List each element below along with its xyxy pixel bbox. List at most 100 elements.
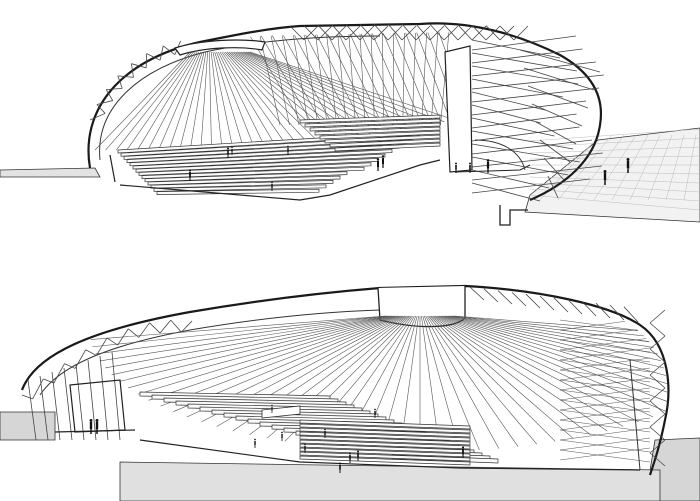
paving-line	[529, 194, 700, 211]
entrance-portal	[444, 45, 473, 173]
roof-rib	[338, 34, 381, 121]
truss-member	[131, 63, 147, 69]
seat-tier	[334, 142, 441, 152]
truss-member	[649, 309, 666, 324]
roof-rib	[348, 34, 356, 126]
truss-member	[471, 91, 545, 111]
truss-member	[649, 452, 666, 467]
person-leg	[488, 168, 489, 173]
seat-tier	[132, 153, 386, 170]
truss-member	[159, 45, 164, 61]
roof-rib	[431, 315, 574, 439]
shell-inner-line	[39, 309, 381, 396]
roof-rib	[416, 32, 451, 121]
truss-member	[85, 349, 97, 356]
truss-member	[471, 65, 579, 85]
person-head	[324, 428, 326, 431]
roof-rib	[221, 51, 286, 145]
truss-member	[469, 286, 485, 301]
roof-rib	[214, 51, 244, 148]
roof-rib	[402, 33, 405, 126]
person-head	[95, 419, 99, 422]
roof-rib	[559, 369, 651, 383]
truss-member	[471, 48, 583, 64]
roof-rib	[447, 315, 669, 376]
truss-member	[96, 337, 108, 356]
ground-base	[119, 461, 661, 501]
truss-member	[32, 378, 44, 400]
roof-rib	[137, 51, 198, 151]
roof-rib	[217, 51, 265, 146]
truss-member	[543, 157, 565, 181]
person-figure	[603, 170, 607, 185]
person-head	[271, 404, 273, 407]
seating-tiers	[139, 391, 499, 466]
roof-rib	[405, 32, 441, 121]
truss-member	[471, 78, 563, 98]
truss-member	[43, 378, 55, 384]
paving-line	[529, 137, 700, 148]
roof-rib	[559, 357, 651, 371]
person-body	[254, 441, 256, 446]
person-body	[357, 453, 359, 458]
roof-rib	[179, 51, 205, 150]
roof-rib	[450, 315, 669, 362]
person-head	[231, 146, 233, 149]
truss-member	[513, 25, 529, 41]
roof-rib	[105, 51, 192, 151]
truss-member	[99, 355, 109, 441]
roof-rib	[259, 35, 281, 126]
truss-member	[471, 143, 580, 163]
truss-member	[117, 328, 129, 346]
person-leg	[605, 180, 606, 185]
seat-tier	[144, 171, 348, 183]
person-leg	[189, 177, 190, 181]
truss-member	[471, 52, 577, 72]
roof-rib	[425, 315, 500, 449]
roof-rib	[283, 35, 331, 121]
foyer-floor	[454, 164, 531, 173]
roof-rib	[127, 315, 395, 389]
seat-tier	[153, 184, 327, 192]
human-figures	[188, 145, 630, 191]
roof-rib	[315, 34, 328, 126]
interior-wall-left	[109, 154, 116, 183]
person-figure	[486, 159, 490, 173]
roof-rib	[435, 315, 624, 427]
truss-member	[519, 49, 601, 73]
truss-member	[443, 25, 459, 41]
roof-rib	[559, 439, 651, 453]
truss-member	[303, 25, 319, 41]
truss-member	[96, 104, 106, 114]
roof-rib	[119, 315, 394, 382]
paving-line	[575, 134, 625, 201]
person-body	[324, 431, 326, 436]
truss-member	[415, 25, 431, 41]
truss-member	[471, 117, 555, 137]
truss-member	[567, 299, 583, 315]
person-body	[89, 422, 93, 430]
roof-rib	[168, 51, 203, 150]
ground-section-cut	[499, 205, 528, 226]
paving-line	[647, 134, 673, 201]
roof-rib	[105, 315, 391, 369]
roof-rib	[212, 51, 233, 148]
roof-rib	[326, 34, 337, 126]
paving-line	[629, 134, 661, 201]
person-body	[374, 411, 376, 416]
truss-member	[649, 335, 666, 350]
truss-member	[138, 322, 150, 338]
truss-member	[345, 25, 361, 41]
person-head	[376, 158, 380, 161]
truss-member	[51, 371, 61, 441]
truss-member	[539, 139, 571, 163]
truss-member	[162, 45, 176, 55]
paving-line	[529, 128, 700, 142]
person-body	[339, 465, 341, 470]
person-leg	[97, 429, 98, 434]
truss-member	[74, 349, 87, 369]
truss-member	[181, 320, 193, 333]
truss-member	[359, 24, 375, 41]
truss-member	[471, 74, 604, 90]
